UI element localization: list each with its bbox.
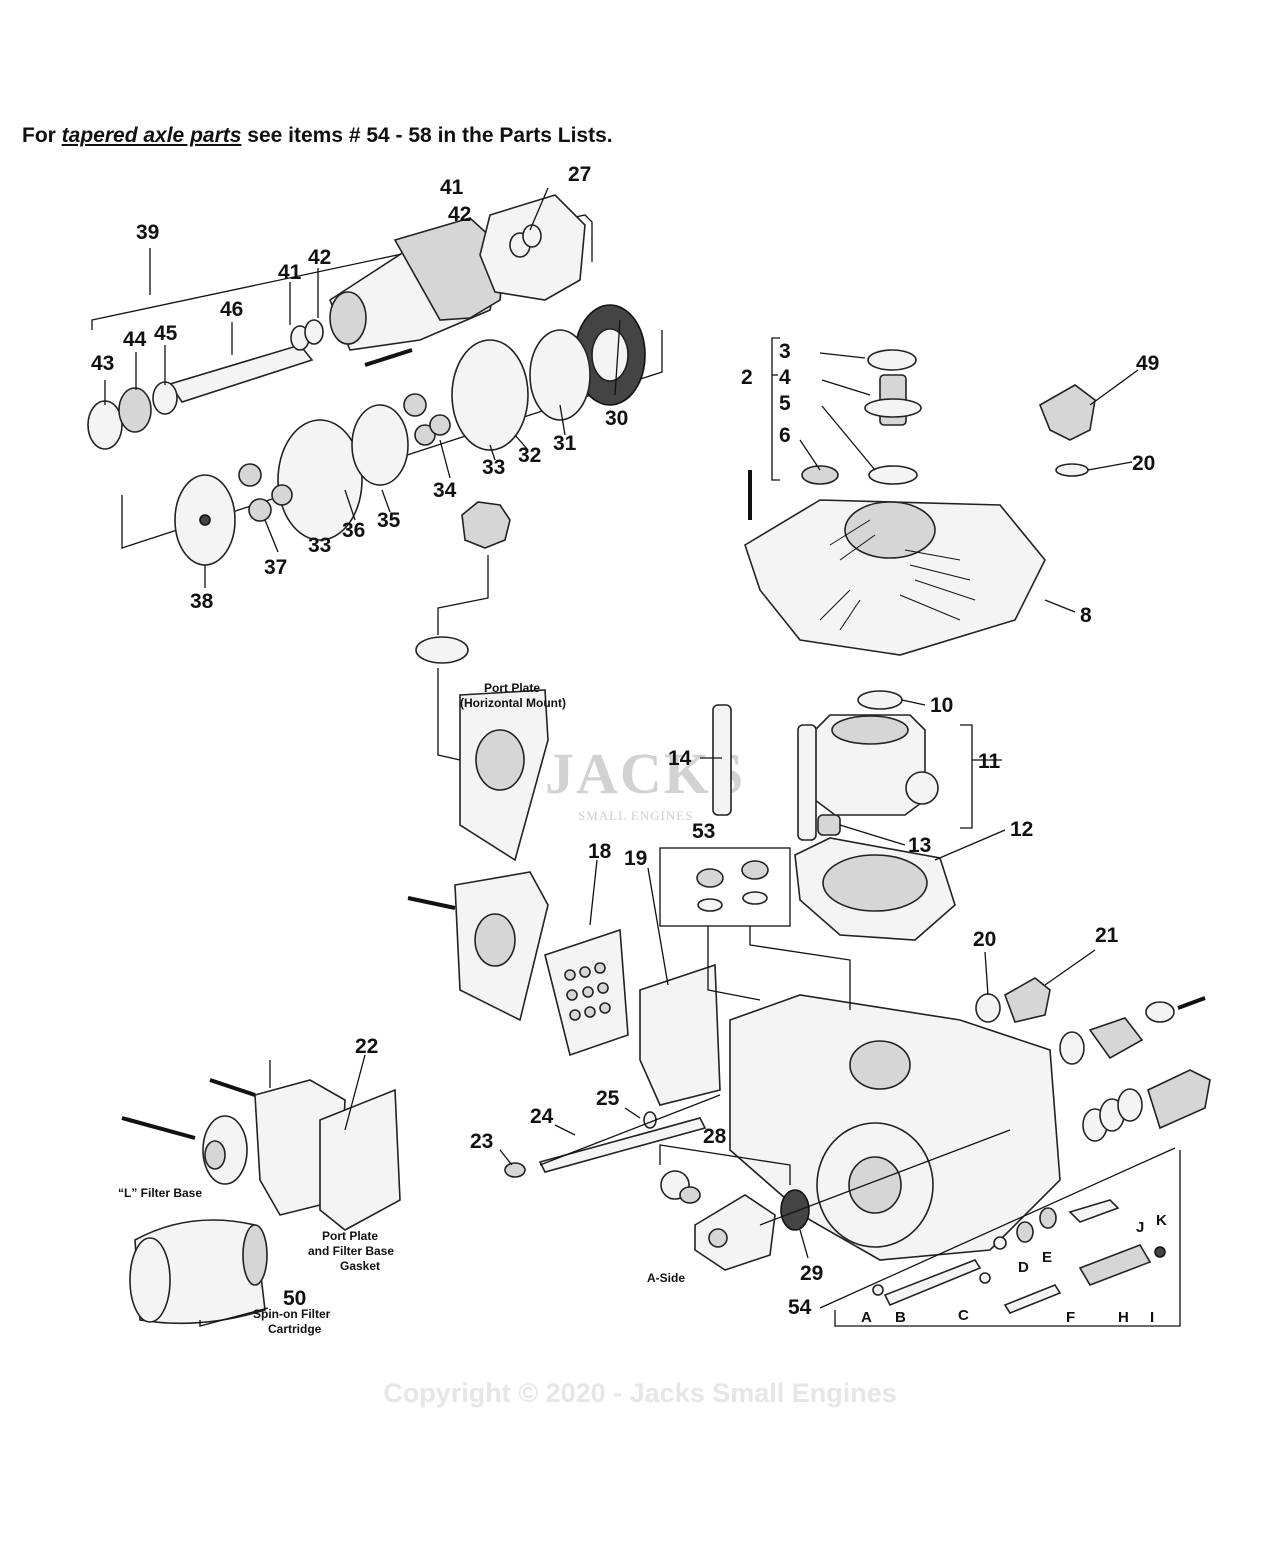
leader-lines xyxy=(104,187,1139,1259)
callout-21: 21 xyxy=(1095,924,1119,947)
letter-labels: A B C D E F H I J K xyxy=(861,1212,1167,1326)
callout-43: 43 xyxy=(91,352,114,375)
callout-46: 46 xyxy=(220,298,243,321)
tapered-axle-parts-link[interactable]: tapered axle parts xyxy=(61,124,242,147)
callout-2: 2 xyxy=(741,366,753,389)
letter-a: A xyxy=(861,1309,872,1326)
axle-housing-group xyxy=(87,194,663,566)
callout-3: 3 xyxy=(779,340,791,363)
callout-24: 24 xyxy=(530,1105,554,1128)
callout-45: 45 xyxy=(154,322,178,345)
filter-base-group xyxy=(121,1060,401,1327)
watermark-brand: JACKS xyxy=(545,741,746,806)
callout-27: 27 xyxy=(568,163,591,186)
caption-l-filter-base: “L” Filter Base xyxy=(118,1186,202,1200)
callout-22: 22 xyxy=(355,1035,378,1058)
callout-14: 14 xyxy=(668,747,692,770)
callout-12: 12 xyxy=(1010,818,1033,841)
callout-13: 13 xyxy=(908,834,931,857)
copyright-watermark: Copyright © 2020 - Jacks Small Engines xyxy=(383,1378,897,1408)
filter-screen-holes xyxy=(564,962,611,1021)
center-section-group xyxy=(712,337,1096,941)
header-suffix: see items # 54 - 58 in the Parts Lists. xyxy=(241,124,613,147)
callout-4: 4 xyxy=(779,366,791,389)
callout-53: 53 xyxy=(692,820,715,843)
callout-36: 36 xyxy=(342,519,365,542)
callout-28: 28 xyxy=(703,1125,727,1148)
caption-spin-filter-2: Cartridge xyxy=(268,1322,322,1336)
callout-42-mid: 42 xyxy=(308,246,331,269)
header-note: For tapered axle parts see items # 54 - … xyxy=(22,124,613,148)
callout-50: 50 xyxy=(283,1287,306,1310)
captions: Port Plate (Horizontal Mount) “L” Filter… xyxy=(118,681,685,1336)
callout-30: 30 xyxy=(605,407,628,430)
callout-39: 39 xyxy=(136,221,159,244)
callout-33-upper: 33 xyxy=(482,456,505,479)
callout-8: 8 xyxy=(1080,604,1092,627)
callout-labels: 2 3 4 5 6 8 10 11 12 13 14 18 19 20 20 2… xyxy=(91,163,1159,1319)
caption-gasket-2: and Filter Base xyxy=(308,1244,394,1258)
callout-20-bottom: 20 xyxy=(973,928,996,951)
caption-gasket-1: Port Plate xyxy=(322,1229,378,1243)
callout-19: 19 xyxy=(624,847,647,870)
letter-c: C xyxy=(958,1307,969,1324)
letter-j: J xyxy=(1136,1219,1144,1236)
callout-49: 49 xyxy=(1136,352,1159,375)
callout-34: 34 xyxy=(433,479,457,502)
port-plate-group xyxy=(407,501,721,1106)
letter-h: H xyxy=(1118,1309,1129,1326)
callout-5: 5 xyxy=(779,392,791,415)
caption-port-plate-1: Port Plate xyxy=(484,681,540,695)
caption-gasket-3: Gasket xyxy=(340,1259,380,1273)
letter-d: D xyxy=(1018,1259,1029,1276)
header-prefix: For xyxy=(22,124,62,147)
caption-port-plate-2: (Horizontal Mount) xyxy=(460,696,566,710)
callout-29: 29 xyxy=(800,1262,823,1285)
letter-f: F xyxy=(1066,1309,1075,1326)
callout-41-mid: 41 xyxy=(278,261,302,284)
callout-33-lower: 33 xyxy=(308,534,331,557)
callout-6: 6 xyxy=(779,424,791,447)
callout-35: 35 xyxy=(377,509,401,532)
main-housing-group xyxy=(504,847,1211,1327)
callout-44: 44 xyxy=(123,328,147,351)
caption-spin-filter-1: Spin-on Filter xyxy=(253,1307,331,1321)
callout-11: 11 xyxy=(978,750,1001,773)
callout-38: 38 xyxy=(190,590,214,613)
callout-41-top: 41 xyxy=(440,176,464,199)
callout-20-top: 20 xyxy=(1132,452,1155,475)
callout-31: 31 xyxy=(553,432,577,455)
letter-e: E xyxy=(1042,1249,1052,1266)
callout-37: 37 xyxy=(264,556,287,579)
letter-b: B xyxy=(895,1309,906,1326)
callout-23: 23 xyxy=(470,1130,493,1153)
callout-25: 25 xyxy=(596,1087,620,1110)
callout-54: 54 xyxy=(788,1296,812,1319)
callout-32: 32 xyxy=(518,444,541,467)
watermark-sub: SMALL ENGINES xyxy=(578,808,694,823)
callout-18: 18 xyxy=(588,840,612,863)
letter-k: K xyxy=(1156,1212,1167,1229)
letter-i: I xyxy=(1150,1309,1154,1326)
callout-10: 10 xyxy=(930,694,953,717)
caption-a-side: A-Side xyxy=(647,1271,685,1285)
callout-42-top: 42 xyxy=(448,203,471,226)
